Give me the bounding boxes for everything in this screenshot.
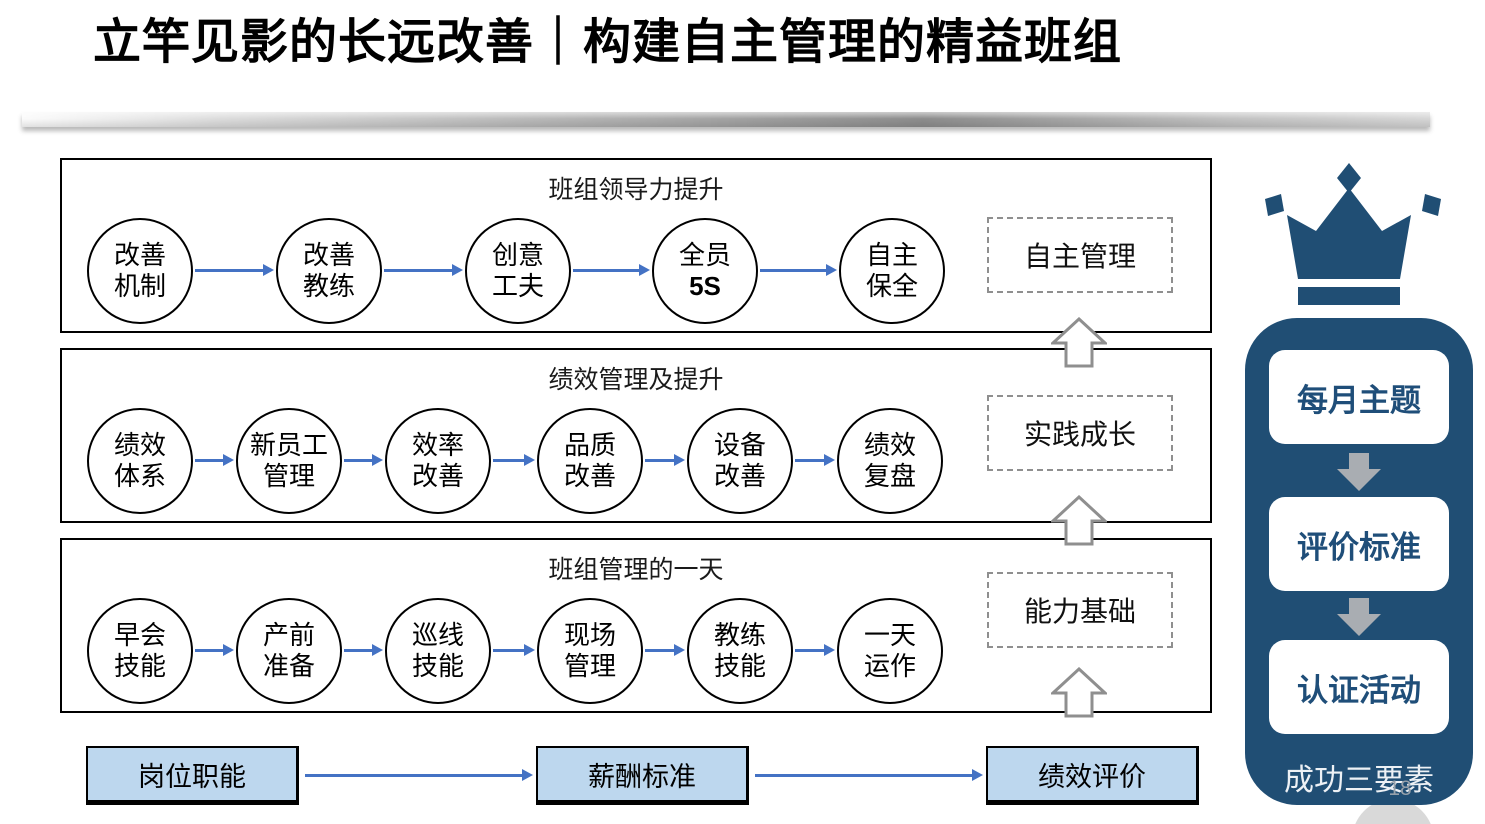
step-circle: 产前 准备 <box>236 598 342 704</box>
flow-arrow-icon <box>195 644 234 656</box>
outcome-box: 实践成长 <box>987 395 1173 471</box>
page-number: 18 <box>1388 777 1412 800</box>
step-circle: 现场 管理 <box>537 598 643 704</box>
section-title: 班组管理的一天 <box>548 556 724 584</box>
step-circle: 设备 改善 <box>687 408 793 514</box>
step-circle: 全员 5S <box>652 218 758 324</box>
flow-arrow-icon <box>760 264 837 276</box>
step-circle: 改善 机制 <box>87 218 193 324</box>
flow-arrow-icon <box>493 454 535 466</box>
section-daily-management: 班组管理的一天 早会 技能 产前 准备 巡线 技能 现场 管理 教练 技能 一天… <box>60 538 1212 713</box>
page-title: 立竿见影的长远改善｜构建自主管理的精益班组 <box>93 16 1123 69</box>
factor-box: 评价标准 <box>1269 497 1449 591</box>
factor-box: 认证活动 <box>1269 640 1449 734</box>
step-circle: 早会 技能 <box>87 598 193 704</box>
flow-arrow-icon <box>795 644 835 656</box>
crown-icon <box>1263 162 1443 310</box>
down-arrow-icon <box>1337 453 1381 491</box>
flow-arrow-icon <box>305 769 533 781</box>
step-circle: 巡线 技能 <box>385 598 491 704</box>
divider-bar <box>22 112 1430 127</box>
foundation-box: 绩效评价 <box>986 746 1199 805</box>
flow-arrow-icon <box>795 454 835 466</box>
flow-arrow-icon <box>344 454 383 466</box>
section-title: 绩效管理及提升 <box>548 366 724 394</box>
flow-arrow-icon <box>195 264 274 276</box>
flow-arrow-icon <box>493 644 535 656</box>
step-circle: 教练 技能 <box>687 598 793 704</box>
flow-arrow-icon <box>645 454 685 466</box>
flow-arrow-icon <box>384 264 463 276</box>
factor-box: 每月主题 <box>1269 350 1449 444</box>
step-circle: 新员工 管理 <box>236 408 342 514</box>
flow-arrow-icon <box>344 644 383 656</box>
step-circle: 品质 改善 <box>537 408 643 514</box>
flow-arrow-icon <box>755 769 983 781</box>
section-leadership: 班组领导力提升 改善 机制 改善 教练 创意 工夫 全员 5S 自主 保全 自主… <box>60 158 1212 333</box>
step-circle: 一天 运作 <box>837 598 943 704</box>
flow-arrow-icon <box>195 454 234 466</box>
up-arrow-icon <box>1049 666 1109 718</box>
foundation-box: 岗位职能 <box>86 746 299 805</box>
step-circle: 效率 改善 <box>385 408 491 514</box>
outcome-box: 自主管理 <box>987 217 1173 293</box>
section-title: 班组领导力提升 <box>548 176 724 204</box>
flow-arrow-icon <box>645 644 685 656</box>
section-performance: 绩效管理及提升 绩效 体系 新员工 管理 效率 改善 品质 改善 设备 改善 绩… <box>60 348 1212 523</box>
down-arrow-icon <box>1337 598 1381 636</box>
outcome-box: 能力基础 <box>987 572 1173 648</box>
step-circle: 改善 教练 <box>276 218 382 324</box>
up-arrow-icon <box>1049 316 1109 368</box>
foundation-box: 薪酬标准 <box>536 746 749 805</box>
panel-caption: 成功三要素 <box>1284 764 1434 797</box>
step-circle: 绩效 复盘 <box>837 408 943 514</box>
step-circle: 绩效 体系 <box>87 408 193 514</box>
up-arrow-icon <box>1049 494 1109 546</box>
success-factors-panel: 每月主题 评价标准 认证活动 成功三要素 <box>1245 318 1473 805</box>
step-circle: 自主 保全 <box>839 218 945 324</box>
step-circle: 创意 工夫 <box>465 218 571 324</box>
flow-arrow-icon <box>573 264 650 276</box>
